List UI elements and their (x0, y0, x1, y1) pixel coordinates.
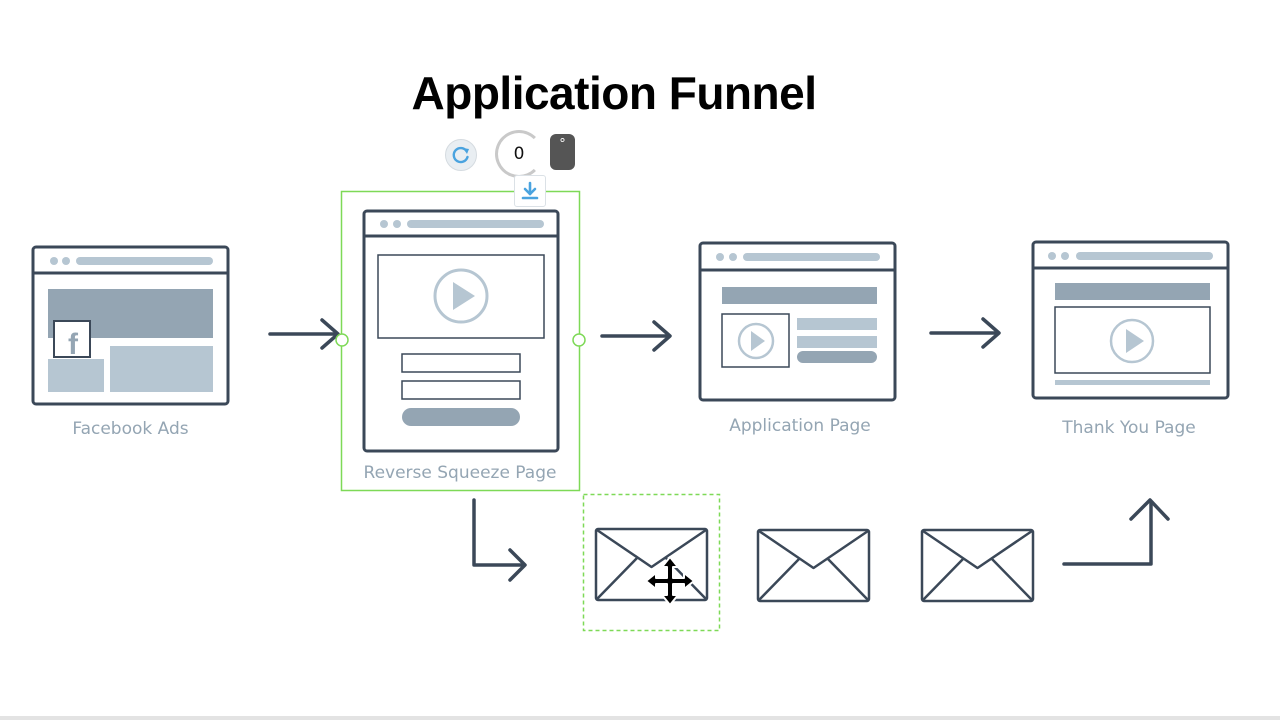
arrow-right-2 (600, 320, 672, 352)
label-facebook-ads: Facebook Ads (72, 419, 189, 439)
label-application-page: Application Page (729, 416, 871, 436)
diagram-title: Application Funnel (411, 67, 817, 119)
facebook-icon (53, 320, 91, 358)
connector-handle-left[interactable] (335, 333, 349, 347)
arrow-right-up (1062, 498, 1170, 566)
download-button[interactable] (514, 175, 546, 207)
application-page[interactable] (698, 241, 897, 402)
connector-handle-right[interactable] (572, 333, 586, 347)
rotate-button[interactable] (445, 139, 477, 171)
dashed-selection-frame[interactable] (582, 493, 721, 632)
reverse-squeeze-page[interactable] (362, 209, 560, 453)
rotate-icon (452, 146, 469, 164)
arrow-right-3 (929, 317, 1001, 349)
facebook-ads-page[interactable]: f (31, 245, 230, 406)
email-envelope-1[interactable] (594, 527, 709, 602)
download-icon (521, 181, 539, 200)
arrow-right-1 (268, 318, 340, 350)
email-envelope-3[interactable] (920, 528, 1035, 603)
rotation-angle-input[interactable]: 0 (495, 130, 543, 178)
label-reverse-squeeze-page: Reverse Squeeze Page (363, 463, 557, 483)
email-envelope-2[interactable] (756, 528, 871, 603)
move-cursor-icon (645, 556, 695, 606)
thank-you-page[interactable] (1031, 240, 1230, 400)
label-thank-you-page: Thank You Page (1062, 418, 1196, 438)
arrow-down-right (472, 498, 527, 582)
canvas-bottom-border (0, 716, 1280, 720)
degree-unit-badge[interactable]: ° (550, 134, 575, 170)
facebook-glyph: f (68, 328, 79, 361)
